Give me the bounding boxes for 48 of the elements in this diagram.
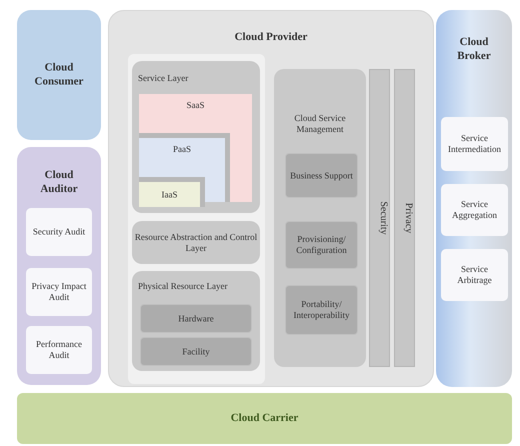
label: Service Arbitrage — [456, 264, 493, 286]
label: Cloud Auditor — [39, 169, 79, 196]
label: Resource Abstraction and Control Layer — [134, 231, 258, 254]
label: Provisioning/ Configuration — [295, 234, 348, 256]
provider-panel — [108, 10, 434, 387]
layer-box — [132, 221, 260, 264]
component-box — [285, 221, 358, 269]
actor-panel — [436, 10, 512, 387]
component-box — [140, 304, 252, 333]
component-box — [285, 153, 358, 198]
service-model-box — [139, 177, 205, 207]
component-box — [26, 326, 92, 374]
label: IaaS — [160, 188, 178, 200]
layer-box — [132, 61, 260, 213]
management-panel — [274, 69, 366, 367]
label: Service Intermediation — [447, 132, 502, 156]
label: Performance Audit — [35, 338, 83, 362]
label: Cloud Carrier — [230, 412, 300, 426]
label: Privacy — [402, 202, 414, 234]
label: Physical Resource Layer — [138, 281, 228, 292]
label: Security Audit — [32, 226, 86, 238]
label: Cloud Provider — [234, 31, 308, 45]
label: Facility — [181, 346, 211, 358]
label: Cloud Consumer — [34, 61, 84, 89]
label: Business Support — [289, 170, 354, 182]
component-box — [26, 208, 92, 256]
label: Privacy Impact Audit — [30, 280, 88, 304]
component-box — [26, 268, 92, 316]
component-box — [441, 249, 508, 301]
label: SaaS — [186, 100, 206, 112]
label: Service Aggregation — [451, 198, 498, 222]
label: Cloud Broker — [456, 36, 492, 64]
component-box — [285, 285, 358, 335]
vertical-bar — [394, 69, 415, 367]
actor-panel — [17, 10, 101, 140]
label: Cloud Service Management — [293, 113, 347, 136]
carrier-bar — [17, 393, 512, 444]
label: PaaS — [172, 144, 192, 156]
layer-box — [132, 271, 260, 371]
vertical-bar — [369, 69, 390, 367]
label: Service Layer — [138, 73, 190, 84]
component-box — [441, 117, 508, 171]
actor-panel — [17, 147, 101, 385]
label: Hardware — [177, 312, 215, 324]
component-box — [441, 184, 508, 236]
label: Security — [377, 201, 389, 235]
label: Portability/ Interoperability — [292, 298, 350, 322]
component-box — [140, 337, 252, 366]
